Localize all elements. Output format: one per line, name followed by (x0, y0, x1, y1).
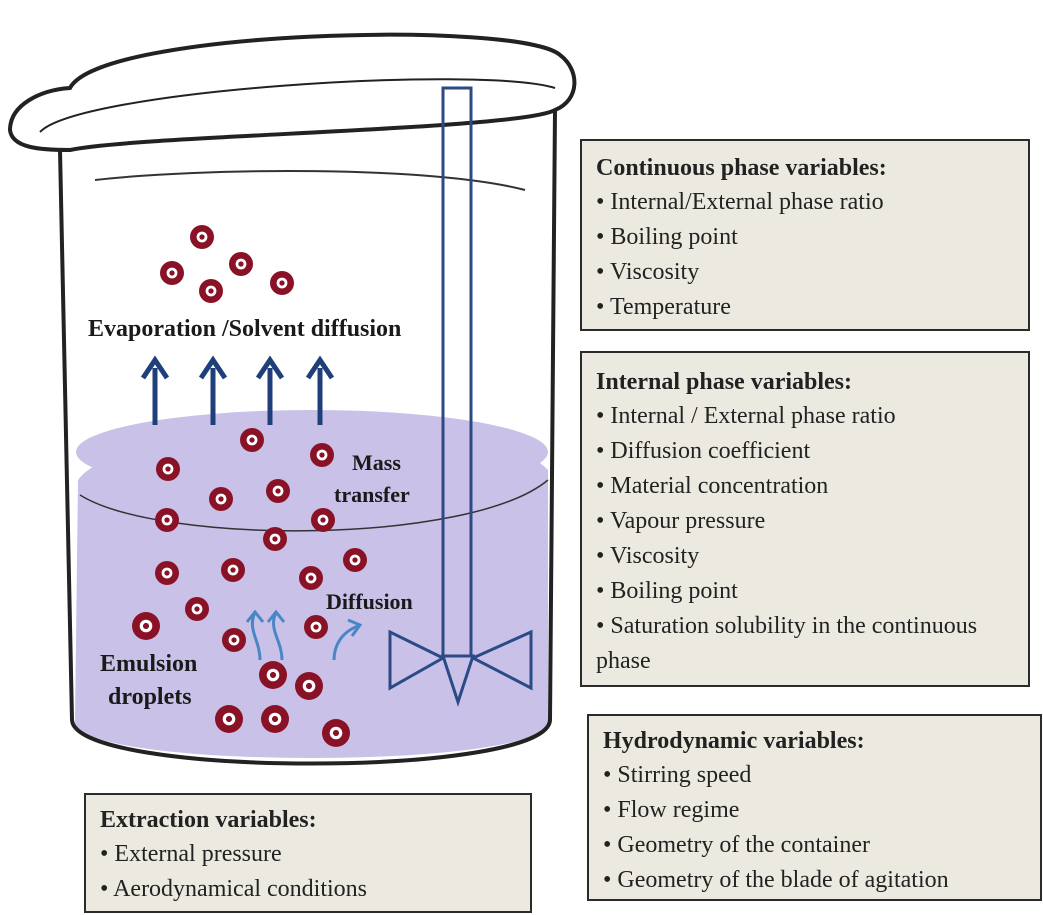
droplets-group (132, 225, 367, 747)
droplet-center (218, 496, 224, 502)
continuous-phase-item: • Boiling point (596, 224, 738, 250)
mass-transfer-label-line2: transfer (334, 482, 410, 507)
droplet-center (208, 288, 214, 294)
evaporation-arrow-head (198, 355, 228, 380)
droplet-center (225, 715, 233, 723)
droplet-center (164, 517, 170, 523)
diffusion-arrow-shaft (272, 611, 284, 661)
diffusion-arrows (245, 609, 363, 661)
continuous-phase-item: • Viscosity (596, 259, 700, 285)
emulsion-droplets-label-line1: Emulsion (100, 651, 198, 677)
liquid-body (75, 425, 548, 758)
droplet-center (231, 637, 237, 643)
diffusion-label: Diffusion (326, 589, 413, 614)
droplet-center (142, 622, 150, 630)
internal-phase-item: • Diffusion coefficient (596, 438, 811, 464)
droplet-center (169, 270, 175, 276)
droplet-center (308, 575, 314, 581)
diffusion-arrow-shaft (332, 624, 359, 661)
stirrer-blade-left (388, 629, 447, 691)
beaker-inner-rim (39, 78, 556, 133)
emulsion-droplets-label-line2: droplets (108, 684, 192, 710)
evaporation-label: Evaporation /Solvent diffusion (88, 316, 402, 342)
internal-phase-item: • Material concentration (596, 473, 829, 499)
beaker-body (58, 109, 557, 766)
hydrodynamic-item: • Stirring speed (603, 762, 752, 788)
droplet-center (199, 234, 205, 240)
internal-phase-item: • Boiling point (596, 578, 738, 604)
droplet-center (269, 671, 277, 679)
droplet-center (230, 567, 236, 573)
continuous-phase-item: • Internal/External phase ratio (596, 189, 884, 215)
droplet-center (249, 437, 255, 443)
extraction-title: Extraction variables: (100, 807, 317, 833)
internal-phase-item: • Internal / External phase ratio (596, 403, 896, 429)
diffusion-arrow-head (245, 609, 265, 623)
droplet-center (320, 517, 326, 523)
extraction-box: Extraction variables: • External pressur… (84, 793, 532, 913)
hydrodynamic-title: Hydrodynamic variables: (603, 728, 865, 754)
droplet-center (272, 536, 278, 542)
extraction-item: • Aerodynamical conditions (100, 876, 368, 902)
extraction-item: • External pressure (100, 841, 282, 867)
droplet-center (305, 682, 313, 690)
evaporation-arrows (140, 355, 335, 425)
diffusion-arrow-shaft (250, 611, 262, 661)
stirrer-tip (440, 654, 476, 707)
droplet-center (319, 452, 325, 458)
internal-phase-title: Internal phase variables: (596, 369, 853, 395)
droplet-center (165, 466, 171, 472)
droplet-center (313, 624, 319, 630)
evaporation-arrow-head (305, 355, 335, 380)
continuous-phase-item: • Temperature (596, 294, 731, 320)
mass-transfer-label-line1: Mass (352, 450, 401, 475)
droplet-center (279, 280, 285, 286)
droplet-center (271, 715, 279, 723)
liquid-surface-line (79, 479, 549, 532)
continuous-phase-title: Continuous phase variables: (596, 155, 887, 181)
droplet-center (275, 488, 281, 494)
droplet-center (352, 557, 358, 563)
droplet-center (238, 261, 244, 267)
internal-phase-item: • Viscosity (596, 543, 700, 569)
evaporation-arrow-head (255, 355, 285, 380)
beaker-rim (7, 32, 577, 153)
diffusion-arrow-head (347, 618, 363, 637)
hydrodynamic-item: • Flow regime (603, 797, 740, 823)
evaporation-arrow-head (140, 355, 170, 380)
hydrodynamic-box: Hydrodynamic variables: • Stirring speed… (587, 714, 1042, 901)
beaker-graduation (94, 170, 526, 191)
hydrodynamic-item: • Geometry of the blade of agitation (603, 867, 949, 893)
internal-phase-item: • Saturation solubility in the continuou… (596, 613, 978, 674)
droplet-center (194, 606, 200, 612)
continuous-phase-box: Continuous phase variables: • Internal/E… (580, 139, 1030, 331)
diffusion-arrow-head (266, 609, 286, 623)
droplet-center (164, 570, 170, 576)
internal-phase-box: Internal phase variables: • Internal / E… (580, 351, 1030, 687)
hydrodynamic-item: • Geometry of the container (603, 832, 870, 858)
stirrer-blade-right (469, 629, 533, 691)
internal-phase-item: • Vapour pressure (596, 508, 766, 534)
droplet-center (332, 729, 340, 737)
